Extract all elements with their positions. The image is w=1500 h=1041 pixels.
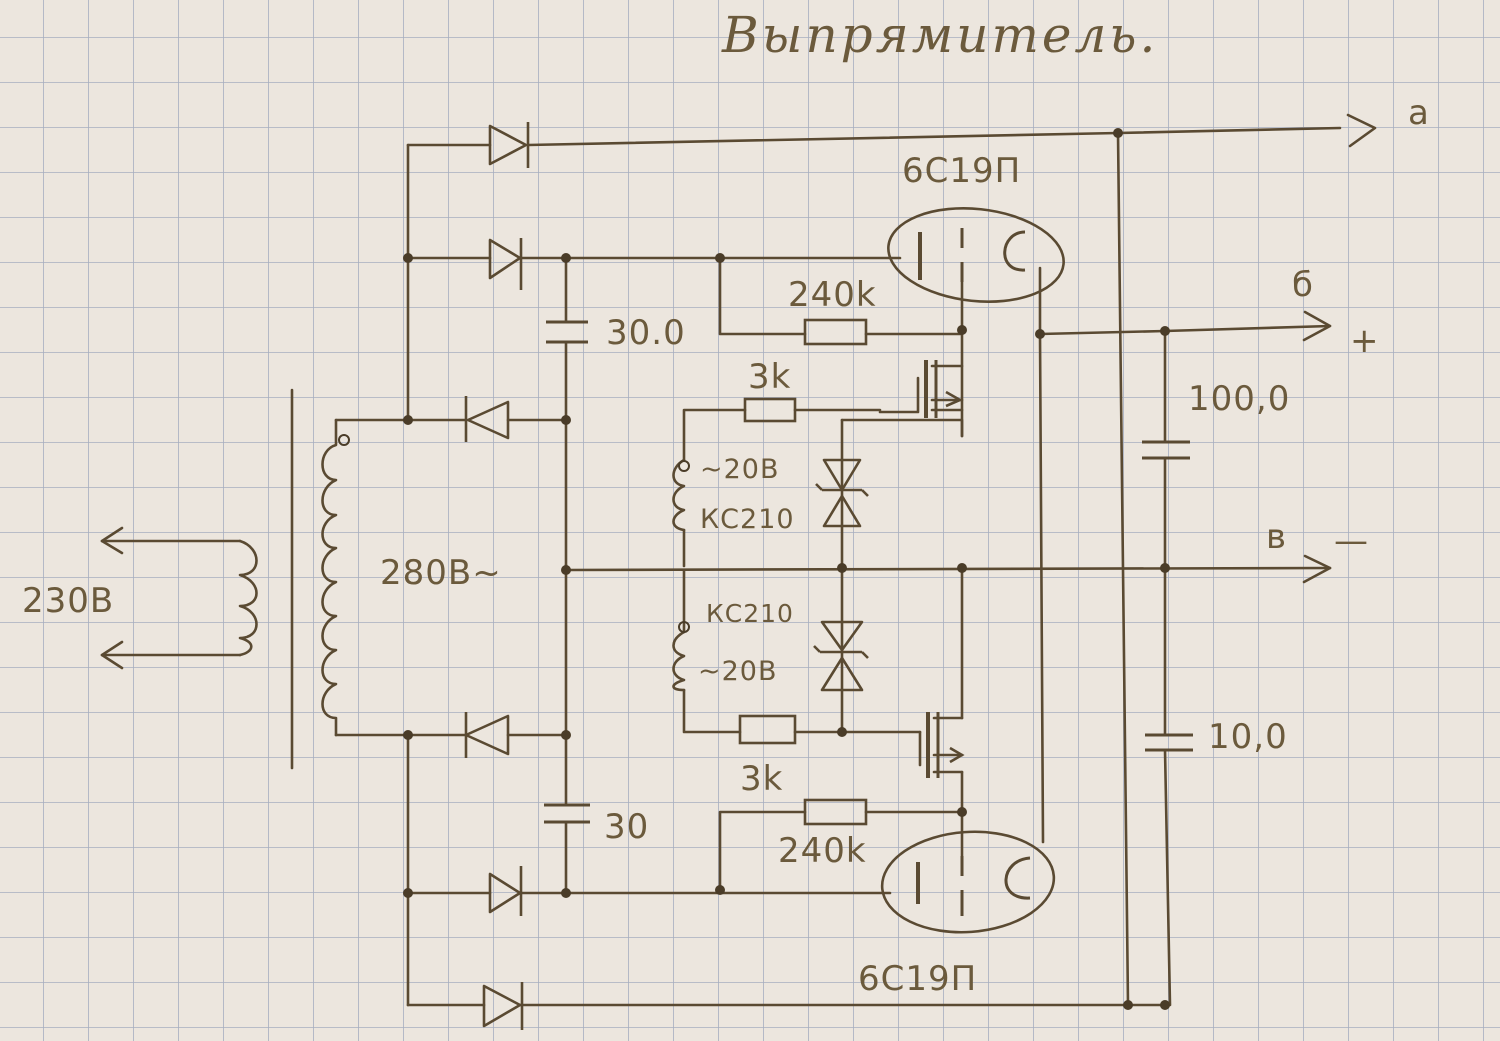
zener-bottom-pair: [813, 620, 869, 692]
output-minus-label: —: [1334, 521, 1369, 561]
junction-dot: [403, 730, 413, 740]
junction-dot: [1160, 563, 1170, 573]
tube-bottom-label: 6С19П: [858, 959, 977, 999]
junction-dot: [561, 415, 571, 425]
aux-coil-bottom: [672, 630, 686, 692]
junction-dot: [837, 727, 847, 737]
resistor-240k-bottom: [803, 798, 868, 826]
junction-dot: [715, 253, 725, 263]
junction-dot: [1035, 329, 1045, 339]
cap-30-bottom-label: 30: [604, 807, 649, 847]
capacitor-30-bottom: [544, 803, 590, 824]
tubes: [880, 207, 1065, 934]
r240-bottom-wire: [718, 810, 964, 892]
cap-10-label: 10,0: [1208, 717, 1288, 757]
junction-dot: [1160, 326, 1170, 336]
resistor-3k-top: [743, 397, 797, 423]
output-plus-label: +: [1350, 321, 1380, 361]
junction-dot: [837, 563, 847, 573]
diodes: [464, 122, 530, 1030]
winding-dot: [338, 434, 350, 446]
zener-bottom-label: КС210: [706, 599, 794, 628]
mosfet-top: [924, 360, 963, 418]
resistors: [738, 318, 868, 826]
aux-winding-bottom-label: ~20В: [698, 656, 778, 687]
diode-d6: [482, 982, 524, 1030]
diode-d1: [488, 122, 530, 168]
junction-dot: [1160, 1000, 1170, 1010]
wires: [100, 113, 1377, 1007]
zener-top-pair: [815, 458, 869, 528]
junction-dot: [403, 415, 413, 425]
junction-dot: [1113, 128, 1123, 138]
capacitor-30-top: [546, 320, 588, 344]
diode-d4: [464, 712, 510, 758]
r3k-bottom-label: 3k: [740, 759, 783, 799]
zener-diodes: [813, 458, 869, 692]
tube-bottom: [880, 830, 1056, 934]
output-a-label: a: [1408, 93, 1430, 133]
junction-dot: [957, 325, 967, 335]
resistor-240k-top: [803, 318, 868, 346]
output-b-label: б: [1292, 265, 1314, 305]
aux-coil-top: [672, 458, 686, 532]
mains-arrow-bottom: [100, 640, 124, 670]
junction-dot: [403, 253, 413, 263]
r240k-bottom-label: 240k: [778, 831, 867, 871]
junction-dot: [403, 888, 413, 898]
junction-dot: [715, 885, 725, 895]
junctions: [338, 128, 1170, 1010]
secondary-winding: [321, 418, 338, 737]
capacitor-10: [1145, 733, 1193, 752]
arrow-v: [1302, 554, 1332, 584]
junction-dot: [561, 730, 571, 740]
cap-30-top-label: 30.0: [606, 313, 686, 353]
junction-dot: [561, 253, 571, 263]
center-wire: [564, 566, 1332, 572]
r240k-top-label: 240k: [788, 275, 877, 315]
tube-top-label: 6С19П: [902, 151, 1021, 191]
r3k-top-label: 3k: [748, 357, 791, 397]
diode-d2: [488, 238, 523, 290]
transistors: [924, 360, 965, 778]
grid-drive-top-wire: [718, 256, 807, 336]
junction-dot: [1123, 1000, 1133, 1010]
junction-dot: [561, 888, 571, 898]
mosfet-bottom: [926, 712, 965, 778]
arrow-b: [1302, 310, 1332, 342]
secondary-voltage-label: 280В~: [380, 553, 502, 593]
winding-dot: [678, 621, 690, 633]
mosfet1-gate-wire: [878, 376, 920, 414]
labels: Выпрямитель. 6С19П 6С19П a б + в — 230В …: [22, 6, 1430, 999]
diode-d5: [488, 866, 523, 916]
bus-a-down: [1116, 131, 1130, 1007]
junction-dot: [957, 807, 967, 817]
winding-dot: [678, 460, 690, 472]
resistor-3k-bottom: [738, 714, 797, 745]
junction-dot: [561, 565, 571, 575]
zener-top-label: КС210: [700, 504, 795, 535]
primary-voltage-label: 230В: [22, 581, 114, 621]
mains-arrow-top: [100, 526, 124, 555]
tube-top: [887, 207, 1065, 303]
zener-top-right: [840, 418, 964, 438]
primary-winding: [238, 539, 258, 657]
capacitors: [544, 320, 1193, 824]
diode-d3: [464, 396, 510, 442]
diagram-title: Выпрямитель.: [721, 6, 1158, 64]
aux-winding-top-label: ~20В: [700, 454, 780, 485]
cap-100-label: 100,0: [1188, 379, 1290, 419]
r3-top-wire: [682, 408, 882, 462]
capacitor-100: [1142, 440, 1190, 460]
arrow-a: [1346, 113, 1377, 148]
junction-dot: [957, 563, 967, 573]
bus-b-cap-column: [1163, 329, 1172, 1007]
output-v-label: в: [1266, 517, 1287, 557]
